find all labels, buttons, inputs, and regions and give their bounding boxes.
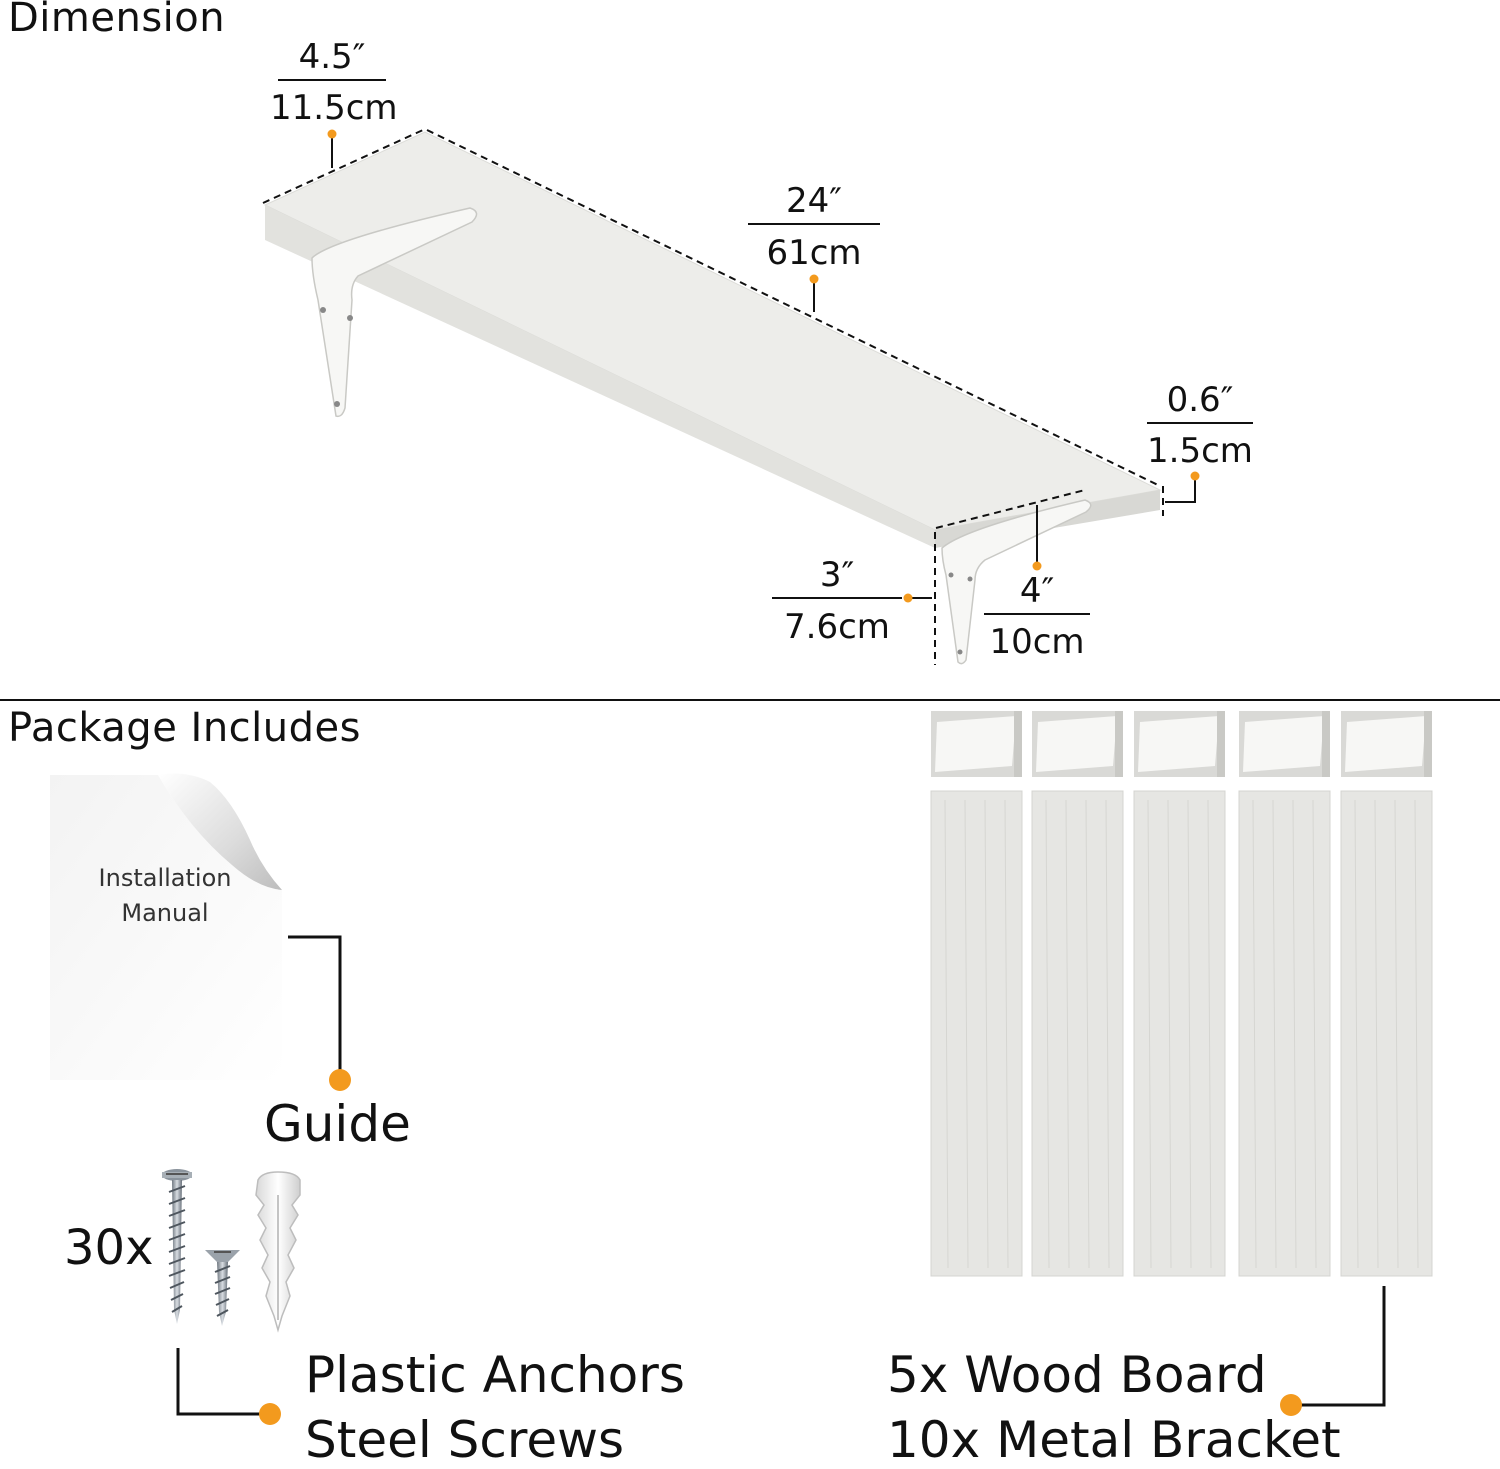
package-title: Package Includes [8, 705, 361, 751]
metal-bracket-pack [1341, 711, 1432, 777]
wood-grain-line [944, 799, 949, 1269]
wood-grain-line [1167, 799, 1172, 1269]
wood-board [1133, 790, 1226, 1277]
hardware-dot [259, 1403, 281, 1425]
thickness-cm-label: 1.5cm [1147, 431, 1253, 471]
wood-board [1238, 790, 1331, 1277]
hardware-label-line1: Plastic Anchors [305, 1346, 685, 1404]
hardware-count-label: 30x [64, 1220, 154, 1276]
long-screw-icon [162, 1169, 192, 1324]
bracket-height-cm-label: 7.6cm [784, 607, 890, 647]
boards-label-line1: 5x Wood Board [887, 1346, 1267, 1404]
metal-bracket-pack [1239, 711, 1330, 777]
wood-grain-line [1272, 799, 1277, 1269]
thickness-inch-label: 0.6″ [1166, 380, 1234, 420]
wood-grain-line [1414, 799, 1419, 1269]
hardware-leader [176, 1348, 262, 1416]
wood-boards-and-brackets [930, 711, 1433, 1277]
wood-board [930, 790, 1023, 1277]
shelf-illustration [263, 131, 1162, 665]
wood-grain-line [1252, 799, 1257, 1269]
guide-label: Guide [264, 1095, 411, 1153]
wood-grain-line [964, 799, 969, 1269]
width-dimension-rule [278, 79, 386, 81]
wood-grain-line [984, 799, 989, 1269]
wood-grain-line [1045, 799, 1050, 1269]
page-curl [158, 773, 282, 890]
manual-title-line1: Installation [90, 866, 240, 890]
short-screw-icon [205, 1250, 240, 1326]
wood-board [1340, 790, 1433, 1277]
wood-grain-line [1147, 799, 1152, 1269]
length-dimension-rule [748, 223, 880, 225]
left-bracket [311, 207, 478, 418]
thickness-dimension-rule [1147, 422, 1253, 424]
wood-grain-line [1065, 799, 1070, 1269]
bracket-depth-inch-label: 4″ [1019, 571, 1055, 611]
wood-grain-line [1187, 799, 1192, 1269]
width-inch-label: 4.5″ [298, 37, 366, 77]
dimension-title: Dimension [8, 0, 226, 41]
metal-bracket-pack [931, 711, 1022, 777]
hardware-label-line2: Steel Screws [305, 1411, 625, 1469]
wood-grain-line [1004, 799, 1009, 1269]
boards-dot [1280, 1394, 1302, 1416]
wood-grain-line [1085, 799, 1090, 1269]
right-bracket [941, 499, 1092, 665]
bracket-depth-cm-label: 10cm [989, 622, 1085, 662]
manual-title-line2: Manual [121, 899, 209, 927]
plastic-anchor-icon [255, 1171, 301, 1333]
guide-leader [288, 935, 342, 1072]
dimension-dashes [262, 129, 1164, 665]
width-cm-label: 11.5cm [270, 88, 398, 128]
wood-grain-line [1312, 799, 1317, 1269]
manual-line1-text: Installation [98, 864, 232, 892]
dimension-dots [327, 129, 1200, 603]
bracket-depth-dimension-rule [984, 613, 1090, 615]
wood-grain-line [1354, 799, 1359, 1269]
wood-board [1031, 790, 1124, 1277]
installation-manual-image [50, 773, 282, 1080]
wood-grain-line [1207, 799, 1212, 1269]
bracket-height-dimension-rule [772, 597, 902, 599]
length-cm-label: 61cm [766, 233, 862, 273]
shelf-front-face [265, 205, 935, 548]
guide-dot [329, 1069, 351, 1091]
boards-label-line2: 10x Metal Bracket [887, 1411, 1341, 1469]
shelf-top-face [263, 131, 1162, 531]
wood-grain-line [1105, 799, 1110, 1269]
wood-grain-line [1374, 799, 1379, 1269]
metal-bracket-pack [1032, 711, 1123, 777]
boards-leader [1300, 1286, 1386, 1407]
metal-bracket-pack [1134, 711, 1225, 777]
wood-grain-line [1394, 799, 1399, 1269]
wood-grain-line [1292, 799, 1297, 1269]
bracket-height-inch-label: 3″ [819, 555, 855, 595]
length-inch-label: 24″ [786, 181, 842, 221]
